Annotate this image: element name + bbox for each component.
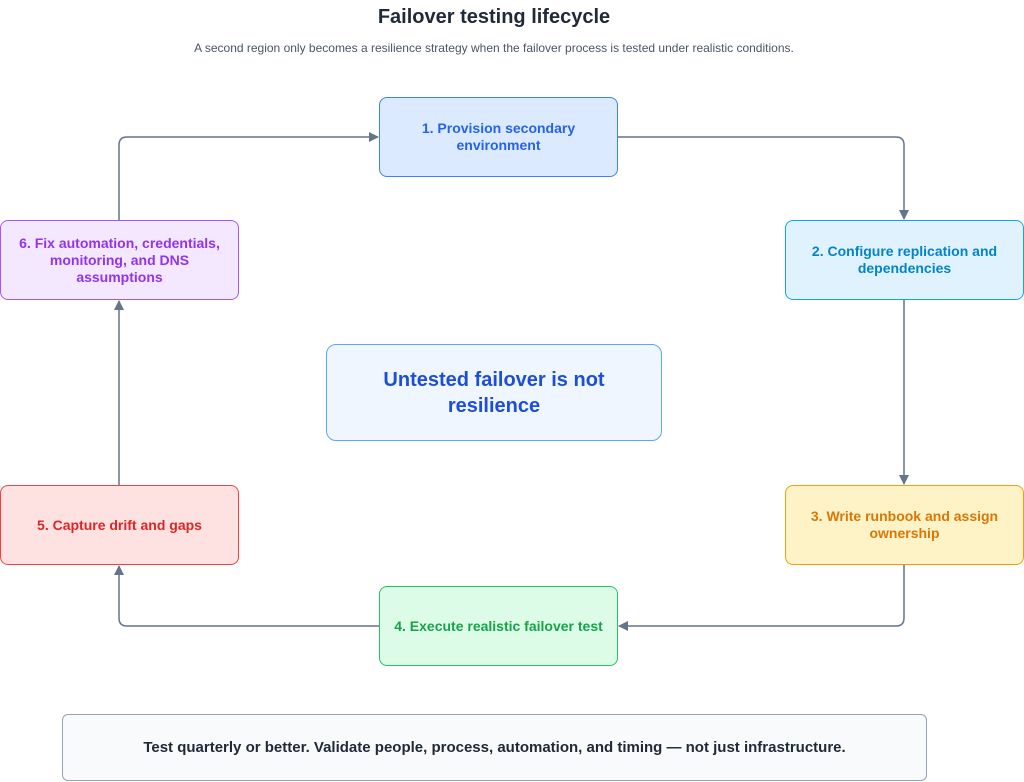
step-4-execute-node: 4. Execute realistic failover test [379,586,618,666]
step-1-provision-node: 1. Provision secondary environment [379,97,618,177]
step-3-runbook-node: 3. Write runbook and assign ownership [785,485,1024,565]
step-6-fix-node: 6. Fix automation, credentials, monitori… [0,220,239,300]
step-2-configure-node: 2. Configure replication and dependencie… [785,220,1024,300]
connector-step3-to-step4 [618,565,905,631]
connector-step1-to-step2 [618,136,909,220]
step-5-capture-node: 5. Capture drift and gaps [0,485,239,565]
diagram-subtitle: A second region only becomes a resilienc… [194,41,794,55]
connector-step6-to-step1 [118,132,379,220]
footer-note: Test quarterly or better. Validate peopl… [62,714,927,781]
connector-step4-to-step5 [114,565,379,627]
center-message: Untested failover is not resilience [326,344,662,441]
diagram-title: Failover testing lifecycle [377,6,611,28]
